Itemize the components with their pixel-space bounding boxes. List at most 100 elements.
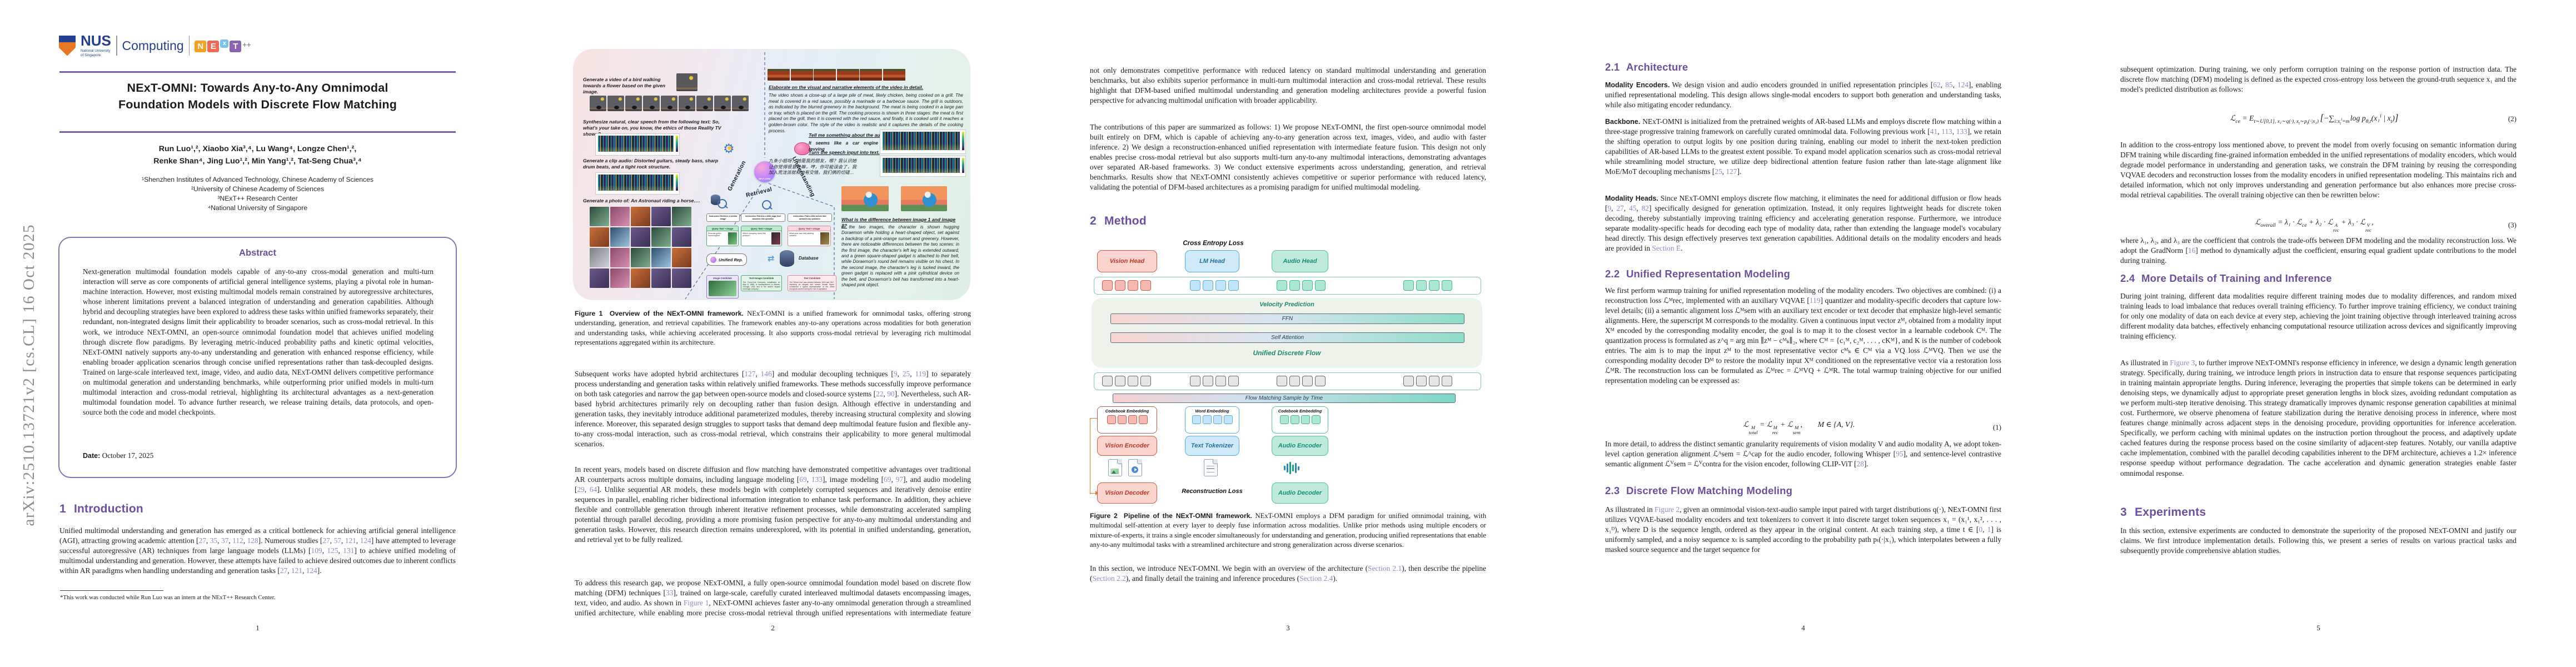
body-paragraph: In recent years, models based on discret… <box>575 465 971 544</box>
retrieval-candidate-image: Image Candidate <box>706 275 739 298</box>
purple-rule-bottom <box>59 131 456 133</box>
audio-gen-prompt: Generate a clip audio: Distorted guitars… <box>583 158 719 170</box>
page-number-4: 4 <box>1801 624 1805 632</box>
retrieval-instruction-2: Instruction Retrieve a Wiki page that an… <box>741 213 785 222</box>
diff-image-2 <box>901 186 947 211</box>
body-paragraph: To address this research gap, we propose… <box>575 579 971 619</box>
video-frame <box>661 96 677 111</box>
output-token-row <box>1094 277 1481 295</box>
retrieval-db-search-icon <box>718 199 727 208</box>
database-label: Database <box>799 256 819 261</box>
und-diff-answer: In the two images, the character is show… <box>841 225 959 288</box>
retrieval-query-2: Query Text + Image Which company owns th… <box>741 226 782 246</box>
date-line: Date: October 17, 2025 <box>83 451 153 460</box>
retrieval-query-1: Query Text + Image Emerald green humming… <box>706 226 739 246</box>
video-frame <box>696 96 713 111</box>
t2i-prompt: Generate a photo of: An Astronaut riding… <box>583 198 700 203</box>
video-frame <box>679 96 695 111</box>
unified-rep-box: Unified Rep. <box>706 253 747 266</box>
logo-divider <box>116 36 117 56</box>
video-frame <box>590 96 606 111</box>
text-tokenizer-box: Text Tokenizer <box>1185 436 1239 456</box>
next-tile-t: T <box>230 40 242 52</box>
generated-image-grid <box>590 207 691 288</box>
purple-rule-top <box>59 71 456 73</box>
und-audio-question: Tell me something about the audio <box>809 132 888 138</box>
und-audio-answer: It seems like a car engine revving <box>809 141 878 152</box>
body-paragraph: As illustrated in Figure 3, to further i… <box>2120 359 2517 477</box>
meat-frame <box>768 69 790 81</box>
video-frame <box>607 96 624 111</box>
figure-1-caption: Figure 1 Overview of the NExT-OMNI frame… <box>575 309 971 348</box>
semantic-alignment-paragraph: In more detail, to address the distinct … <box>1605 440 2001 469</box>
body-paragraph: Subsequent works have adopted hybrid arc… <box>575 370 971 449</box>
und-video-answer: The video shows a close-up of a large pi… <box>769 93 963 133</box>
vision-recon-connector-bottom <box>1090 493 1097 494</box>
und-spectrogram-1 <box>880 130 966 154</box>
body-paragraph: The contributions of this paper are summ… <box>1090 123 1486 192</box>
page-number-5: 5 <box>2316 624 2320 632</box>
abstract-box: Abstract Next-generation multimodal foun… <box>58 237 457 478</box>
abstract-heading: Abstract <box>239 248 276 258</box>
gen-input-image <box>676 73 697 91</box>
text-file-icon <box>1204 459 1218 476</box>
body-paragraph: not only demonstrates competitive perfor… <box>1090 66 1486 105</box>
body-paragraph: where λ₁, λ₂, and λ₃ are the coefficient… <box>2120 236 2517 265</box>
paper-title-line2: Foundation Models with Discrete Flow Mat… <box>118 98 397 111</box>
date-label: Date: <box>83 452 101 460</box>
flow-matching-sample-bar: Flow Matching Sample by Time <box>1113 394 1456 403</box>
page-2: Generate a video of a bird walking towar… <box>515 0 1030 667</box>
paper-title-line1: NExT-OMNI: Towards Any-to-Any Omnimodal <box>127 81 388 94</box>
equation-3-number: (3) <box>2508 221 2517 230</box>
gen-video-frames <box>590 96 749 111</box>
figure-1-caption-text: NExT-OMNI is a unified framework for omn… <box>575 310 971 347</box>
video-file-icon <box>1128 459 1142 476</box>
equation-2-number: (2) <box>2508 114 2517 123</box>
audio-codebook-embedding: Codebook Embedding <box>1272 406 1328 434</box>
query-image <box>771 232 780 245</box>
dfm-paragraph: As illustrated in Figure 2, given an omn… <box>1605 505 2001 554</box>
modality-encoders-paragraph: Modality Encoders.We design vision and a… <box>1605 81 2001 109</box>
page-number-1: 1 <box>256 624 260 632</box>
equation-2: ℒce = Et∼U[0,1], x₁∼q(·), xt∼pt(·|x₁) [−… <box>2230 112 2517 126</box>
page-3: not only demonstrates competitive perfor… <box>1030 0 1546 667</box>
body-paragraph: In this section, extensive experiments a… <box>2120 526 2517 555</box>
unified-discrete-flow-label: Unified Discrete Flow <box>1253 349 1321 357</box>
affiliation-3: ³NExT++ Research Center <box>217 195 298 202</box>
equation-1-number: (1) <box>1992 423 2001 432</box>
meat-frame <box>883 69 905 81</box>
cross-entropy-loss-label: Cross Entropy Loss <box>1183 240 1244 247</box>
und-asr-question: Turn the speech input into text. <box>809 150 880 155</box>
vision-recon-connector <box>1090 418 1097 494</box>
page-number-2: 2 <box>771 624 775 632</box>
nextomni-logo-text: NExT-OMNI <box>759 178 771 180</box>
authors-line2: Renke Shan⁴, Jing Luo¹,², Min Yang¹,², T… <box>153 157 362 166</box>
gen-video-prompt: Generate a video of a bird walking towar… <box>583 77 666 94</box>
figure-1-tag: Figure 1 <box>575 310 603 317</box>
speech-spectrogram <box>595 133 680 156</box>
generation-gear-icon: ⚙ <box>723 141 735 156</box>
und-asr-answer: 九条小姐呀，她是我的朋友，哪？我认识她让你觉得很意外嘛，哼，你可能误会了，我加入… <box>769 158 856 176</box>
noisy-token-row <box>1094 372 1481 390</box>
affiliation-2: ²University of Chinese Academy of Scienc… <box>191 185 325 193</box>
video-frame <box>643 96 660 111</box>
next-plusplus: ++ <box>242 40 251 49</box>
meat-frame <box>814 69 836 81</box>
body-paragraph: In this section, we introduce NExT-OMNI.… <box>1090 564 1486 583</box>
meat-frame <box>860 69 882 81</box>
date-value: October 17, 2025 <box>102 451 154 460</box>
retrieval-candidate-text-image: Text+Image Candidate The Coca-Cola Compa… <box>741 275 782 292</box>
figure-2-caption-text: NExT-OMNI employs a DFM paradigm for uni… <box>1090 512 1487 549</box>
